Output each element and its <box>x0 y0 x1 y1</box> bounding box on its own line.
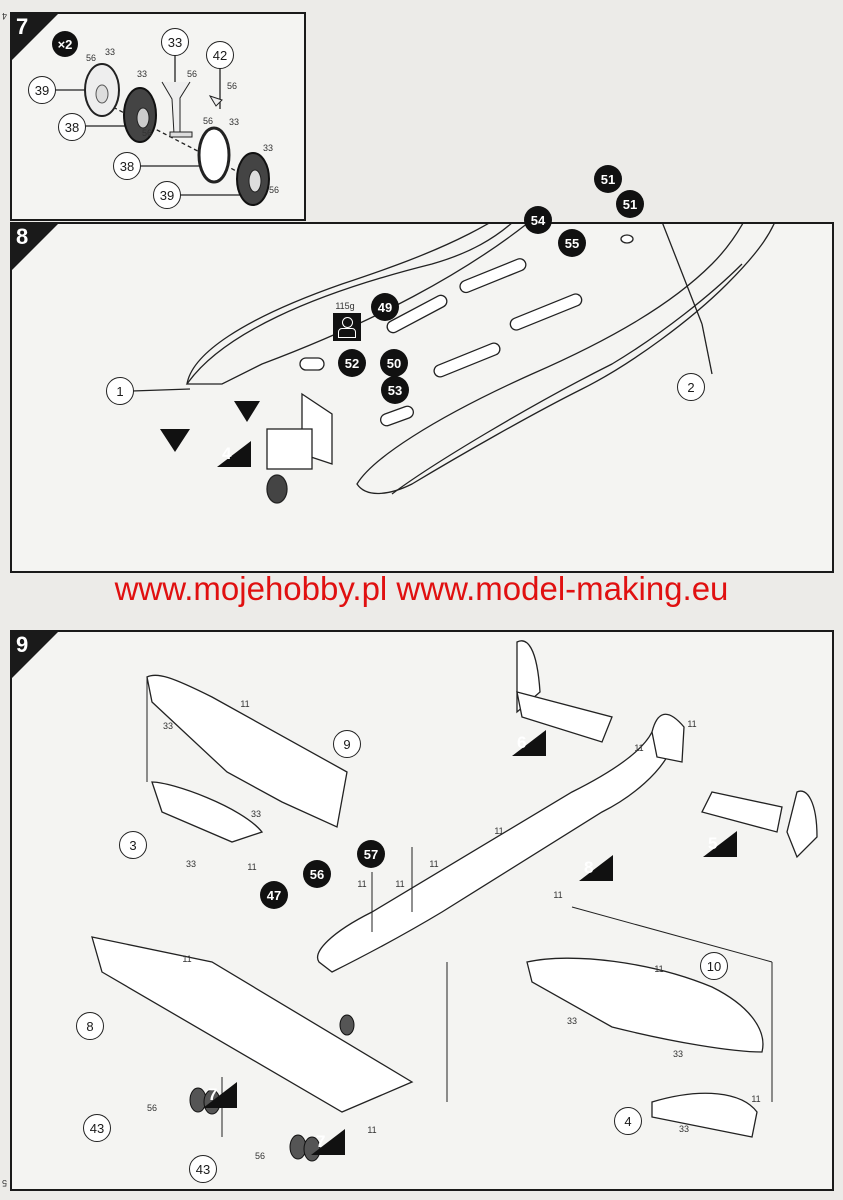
step-7-number: 7 <box>16 14 29 39</box>
part-callout-black: 51 <box>616 190 644 218</box>
step-8-marker <box>12 224 58 270</box>
part-callout: 2 <box>677 373 705 401</box>
part-number: 11 <box>247 862 257 872</box>
part-callout: 3 <box>119 831 147 859</box>
step-reference: 7 <box>208 1085 218 1104</box>
step-reference-marker: 8 <box>579 855 613 881</box>
part-number: 11 <box>751 1094 761 1104</box>
part-number: 11 <box>687 719 697 729</box>
part-number: 11 <box>357 879 367 889</box>
part-callout: 42 <box>206 41 234 69</box>
part-number: 56 <box>254 1151 266 1161</box>
step-reference-marker: 4 <box>217 441 251 467</box>
part-callout-black: 53 <box>381 376 409 404</box>
part-callout: 1 <box>106 377 134 405</box>
part-callout: 39 <box>28 76 56 104</box>
step-8-panel: 8 1 2 51 51 54 55 49 <box>10 165 834 573</box>
part-callout-black: 56 <box>303 860 331 888</box>
part-callout: 38 <box>113 152 141 180</box>
step-9-marker <box>12 632 58 678</box>
part-number: 33 <box>104 47 116 57</box>
part-callout: 9 <box>333 730 361 758</box>
part-callout: 4 <box>614 1107 642 1135</box>
part-number: 33 <box>566 1016 578 1026</box>
page-number-bottom: 5 <box>2 1178 8 1188</box>
part-number: 33 <box>672 1049 684 1059</box>
step-reference: 4 <box>222 444 232 463</box>
landing-gear-drawing <box>54 54 270 206</box>
part-number: 11 <box>634 743 644 753</box>
part-number: 11 <box>494 826 504 836</box>
part-number: 56 <box>146 1103 158 1113</box>
part-number: 56 <box>268 185 280 195</box>
part-callout-black: 50 <box>380 349 408 377</box>
weight-icon <box>333 313 361 341</box>
part-number: 33 <box>678 1124 690 1134</box>
part-callout-black: 55 <box>558 229 586 257</box>
part-number: 11 <box>553 890 563 900</box>
part-number: 11 <box>395 879 405 889</box>
step-reference: 6 <box>517 733 527 752</box>
step-9-panel: 9 9 3 8 43 43 10 4 57 <box>10 630 834 1191</box>
part-number: 56 <box>186 69 198 79</box>
part-callout: 39 <box>153 181 181 209</box>
part-number: 33 <box>262 143 274 153</box>
step-7-panel: 7 ×2 39 38 38 39 33 42 56 33 33 56 56 56… <box>10 12 306 221</box>
part-number: 56 <box>226 81 238 91</box>
part-number: 33 <box>250 809 262 819</box>
part-callout: 43 <box>189 1155 217 1183</box>
step-7-marker <box>12 14 58 60</box>
part-number: 11 <box>182 954 192 964</box>
part-callout: 43 <box>83 1114 111 1142</box>
watermark-text: www.mojehobby.pl www.model-making.eu <box>114 570 729 607</box>
part-number: 11 <box>367 1125 377 1135</box>
step-reference-marker: 7 <box>203 1082 237 1108</box>
step-reference-marker: 5 <box>703 831 737 857</box>
part-number: 56 <box>85 53 97 63</box>
part-number: 33 <box>136 69 148 79</box>
part-callout-black: 47 <box>260 881 288 909</box>
step-reference-marker: 6 <box>512 730 546 756</box>
part-callout: 8 <box>76 1012 104 1040</box>
step-reference: 5 <box>708 834 718 853</box>
page-number-top: 4 <box>2 11 8 21</box>
fuselage-assembly-drawing <box>131 224 775 504</box>
part-number: 11 <box>429 859 439 869</box>
part-callout-black: 52 <box>338 349 366 377</box>
part-callout-black: 54 <box>524 206 552 234</box>
part-number: 33 <box>185 859 197 869</box>
final-assembly-drawing <box>91 640 818 1162</box>
part-callout-black: 57 <box>357 840 385 868</box>
step-reference-marker: 7 <box>311 1129 345 1155</box>
part-callout: 38 <box>58 113 86 141</box>
part-number: 56 <box>141 128 153 138</box>
part-number: 56 <box>202 116 214 126</box>
nose-weight-label: 115g <box>335 301 355 311</box>
step-reference: 7 <box>316 1132 326 1151</box>
part-number: 11 <box>240 699 250 709</box>
part-number: 11 <box>654 964 664 974</box>
part-callout: 10 <box>700 952 728 980</box>
part-callout-black: 49 <box>371 293 399 321</box>
step-8-number: 8 <box>16 224 29 249</box>
part-number: 33 <box>228 117 240 127</box>
step-9-number: 9 <box>16 632 29 657</box>
part-number: 33 <box>162 721 174 731</box>
step-reference: 8 <box>584 858 594 877</box>
part-callout-black: 51 <box>594 165 622 193</box>
quantity-badge: ×2 <box>52 31 78 57</box>
part-callout: 33 <box>161 28 189 56</box>
